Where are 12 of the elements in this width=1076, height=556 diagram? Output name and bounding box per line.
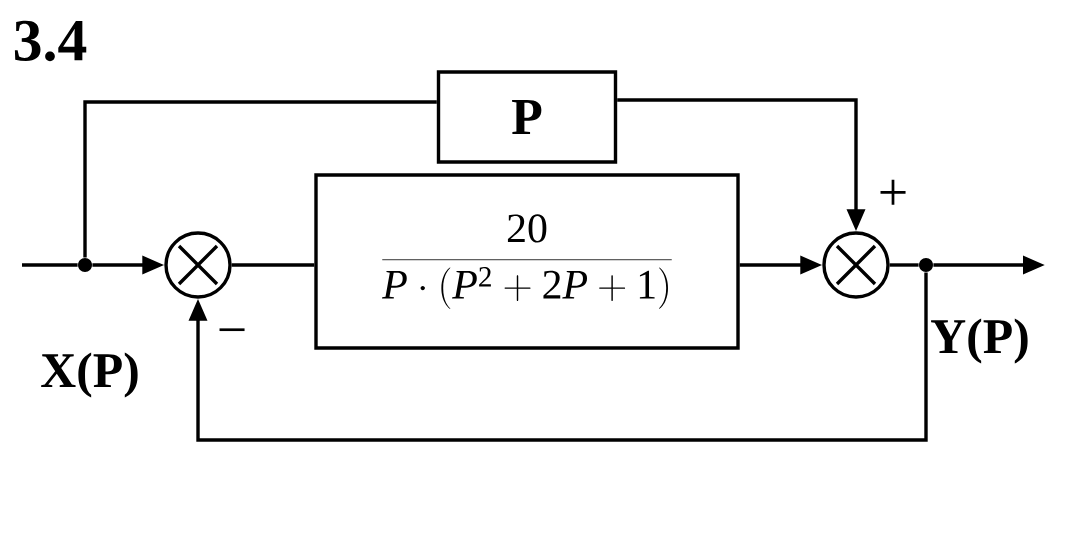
junction-dot (919, 258, 933, 272)
sign-label: − (219, 328, 245, 332)
block-box: $\frac{20}{P\cdot(P^{2}+2P+1)}$ (314, 173, 740, 350)
title: 3.4 (14, 20, 87, 62)
signal-label: X(P) (41, 352, 138, 398)
summing-junction (164, 231, 232, 299)
block-box: P (436, 70, 618, 164)
sign-label: + (880, 179, 906, 205)
signal-label: Y(P) (931, 318, 1028, 364)
junction-dot (78, 258, 92, 272)
arrow (188, 272, 928, 442)
summing-junction (822, 231, 890, 299)
